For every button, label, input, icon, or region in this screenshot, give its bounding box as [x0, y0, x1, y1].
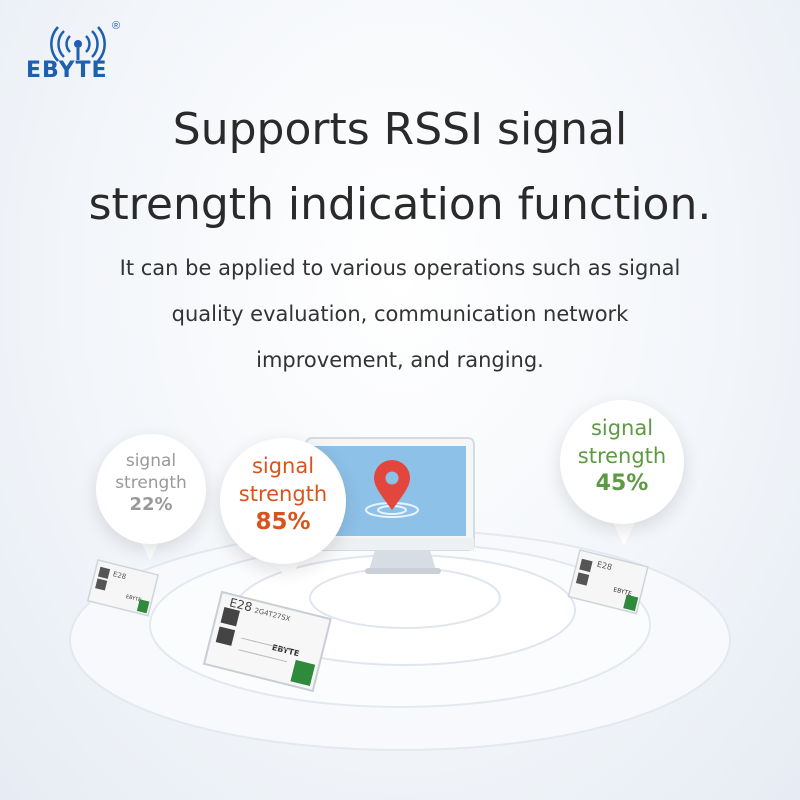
registered-mark: ®: [112, 20, 121, 32]
wireless-signal-icon: [50, 26, 106, 62]
bubble-tail-center: [276, 560, 300, 586]
rf-module-right: E28 EBYTE: [567, 549, 649, 615]
bubble-label-line2: strength: [577, 444, 667, 468]
headline-line-2: strength indication function.: [88, 179, 712, 230]
description-line-2: quality evaluation, communication networ…: [171, 302, 629, 326]
bubble-label-line1: signal: [125, 451, 177, 471]
signal-bubble-85: signal strength 85%: [220, 438, 346, 564]
bubble-percentage: 22%: [129, 494, 173, 515]
signal-bubble-45: signal strength 45%: [560, 400, 684, 524]
rf-module-center: E28 2G4T27SX EBYTE: [202, 590, 332, 693]
map-pin-icon: [374, 460, 410, 510]
bubble-percentage: 45%: [595, 471, 649, 496]
module-center-model: E28: [228, 595, 254, 614]
rf-module-left: E28 EBYTE: [86, 559, 160, 617]
ebyte-logo: ® EBYTE: [20, 20, 140, 84]
brand-name: EBYTE: [26, 58, 108, 83]
bubble-label-line1: signal: [590, 416, 654, 440]
module-left-brand: EBYTE: [125, 594, 142, 604]
headline-line-1: Supports RSSI signal: [172, 104, 628, 155]
bubble-label-line1: signal: [251, 454, 315, 478]
bubble-label-line2: strength: [115, 473, 187, 493]
bubble-label-line2: strength: [238, 482, 328, 506]
bubble-percentage: 85%: [255, 509, 311, 535]
bubble-tail-right: [612, 520, 636, 546]
bubble-tail-left: [140, 540, 160, 560]
signal-bubble-22: signal strength 22%: [96, 434, 206, 544]
module-right-brand: EBYTE: [613, 586, 633, 597]
module-right-model: E28: [596, 560, 613, 572]
module-left-model: E28: [112, 570, 127, 581]
description-line-3: improvement, and ranging.: [256, 348, 544, 372]
description-line-1: It can be applied to various operations …: [119, 256, 681, 280]
